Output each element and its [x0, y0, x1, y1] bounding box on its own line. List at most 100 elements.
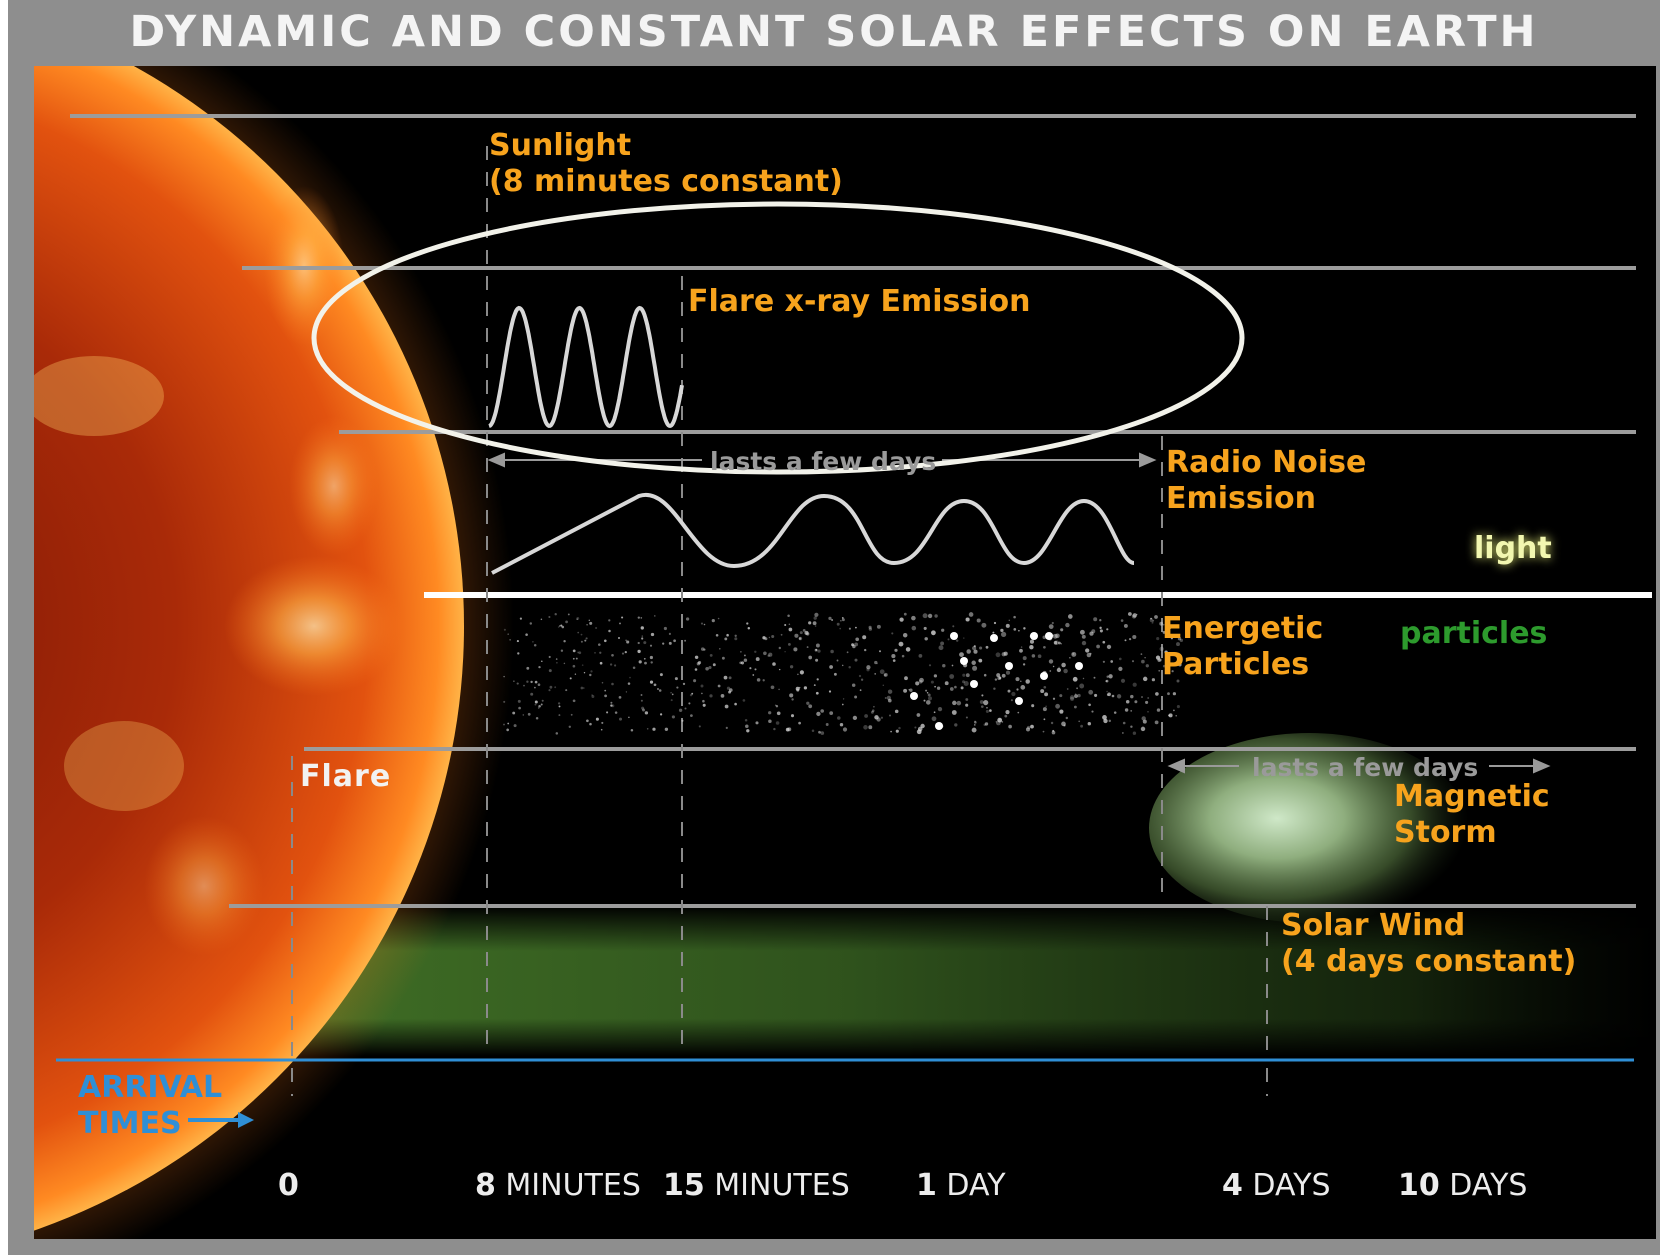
particle-dot: [724, 637, 728, 641]
particle-dot: [641, 706, 645, 710]
particle-dot: [852, 715, 858, 721]
particle-dot: [884, 697, 887, 699]
particle-dot: [1149, 618, 1154, 622]
particle-dot: [879, 650, 881, 653]
particle-dot: [1001, 721, 1004, 723]
particle-dot: [1000, 631, 1007, 638]
particle-dot: [558, 714, 561, 717]
particle-dot: [1151, 621, 1154, 624]
particle-dot: [814, 648, 818, 652]
particle-dot: [960, 686, 964, 690]
particle-dot: [1008, 724, 1012, 729]
particle-dot: [701, 692, 703, 695]
particle-dot: [740, 651, 742, 653]
magnetic-storm-cloud: [1149, 733, 1469, 923]
particle-dot: [985, 645, 989, 649]
particle-dot: [577, 651, 580, 654]
particle-dot: [1123, 623, 1128, 628]
particle-dot: [537, 707, 540, 709]
particle-dot: [625, 639, 627, 642]
particle-dot: [1156, 708, 1161, 712]
particle-dot: [1079, 683, 1085, 689]
particle-dot: [700, 647, 705, 651]
particle-dot: [1072, 676, 1078, 682]
particle-dot: [1055, 703, 1060, 709]
particle-dot: [702, 703, 706, 707]
particle-dot: [574, 673, 577, 675]
particle-dot: [1172, 692, 1177, 696]
particle-dot: [708, 665, 712, 670]
particle-dot: [1079, 629, 1085, 635]
particle-dot: [577, 631, 580, 634]
particle-dot: [659, 713, 663, 716]
particle-dot: [933, 711, 936, 714]
particle-dot: [951, 664, 954, 667]
particle-dot: [931, 630, 936, 636]
particle-dot: [1010, 699, 1013, 702]
particle-dot: [1106, 644, 1112, 650]
particle-dot: [591, 694, 593, 696]
particle-dot: [873, 705, 875, 708]
particle-dot: [671, 715, 675, 719]
particle-dot: [700, 684, 704, 688]
particle-dot: [983, 700, 989, 706]
particle-dot: [606, 711, 609, 714]
particle-dot-bright: [950, 632, 958, 640]
particle-dot: [694, 668, 698, 671]
particle-dot: [533, 643, 537, 647]
particle-dot: [903, 688, 908, 693]
particle-dot-bright: [1030, 632, 1038, 640]
particle-dot: [1162, 624, 1165, 626]
particle-dot: [641, 635, 644, 637]
particle-dot: [558, 625, 561, 627]
particle-dot: [841, 664, 844, 667]
particle-dot: [506, 728, 510, 732]
particle-dot: [560, 649, 564, 652]
particle-dot: [951, 710, 957, 715]
particle-dot: [535, 717, 539, 720]
particle-dot: [1001, 673, 1006, 678]
particle-dot: [1124, 708, 1129, 712]
particle-dot: [930, 680, 934, 684]
particle-dot: [931, 716, 937, 722]
particle-dot: [554, 686, 557, 689]
particle-dot: [1065, 622, 1070, 628]
particle-dot: [1052, 633, 1058, 639]
particle-dot: [507, 633, 509, 635]
particle-dot: [568, 725, 571, 728]
particle-dot: [599, 661, 603, 665]
particle-dot: [815, 648, 818, 651]
particle-dot: [726, 633, 729, 637]
particle-dot: [626, 640, 630, 644]
particle-dot: [854, 658, 858, 662]
particle-dot: [1023, 627, 1026, 630]
particle-dot: [894, 709, 899, 714]
particle-dot-bright: [1040, 672, 1048, 680]
particle-dot: [949, 674, 955, 679]
particle-dot: [1125, 700, 1130, 704]
particle-dot: [954, 685, 957, 689]
particle-dot: [831, 619, 834, 621]
particle-dot: [972, 665, 978, 671]
particle-dot: [981, 705, 984, 708]
particle-dot: [992, 631, 995, 634]
particle-dot: [772, 662, 776, 666]
particles-label: particles: [1400, 616, 1548, 651]
particle-dot: [955, 639, 959, 642]
particle-dot: [1128, 612, 1132, 616]
particle-dot: [712, 663, 716, 667]
particle-dot: [789, 693, 794, 698]
particle-dot: [1022, 656, 1027, 661]
particle-dot: [608, 619, 611, 622]
particle-dot: [1089, 652, 1092, 655]
particle-dot: [693, 679, 697, 683]
particle-dot: [585, 637, 588, 640]
particle-dot: [662, 642, 665, 645]
particle-dot: [1106, 675, 1109, 678]
particle-dot: [816, 711, 821, 717]
particle-dot: [1025, 679, 1030, 684]
particle-dot: [833, 672, 837, 676]
particle-dot: [983, 723, 987, 727]
particle-dot: [1049, 670, 1052, 672]
particle-dot: [560, 624, 563, 627]
